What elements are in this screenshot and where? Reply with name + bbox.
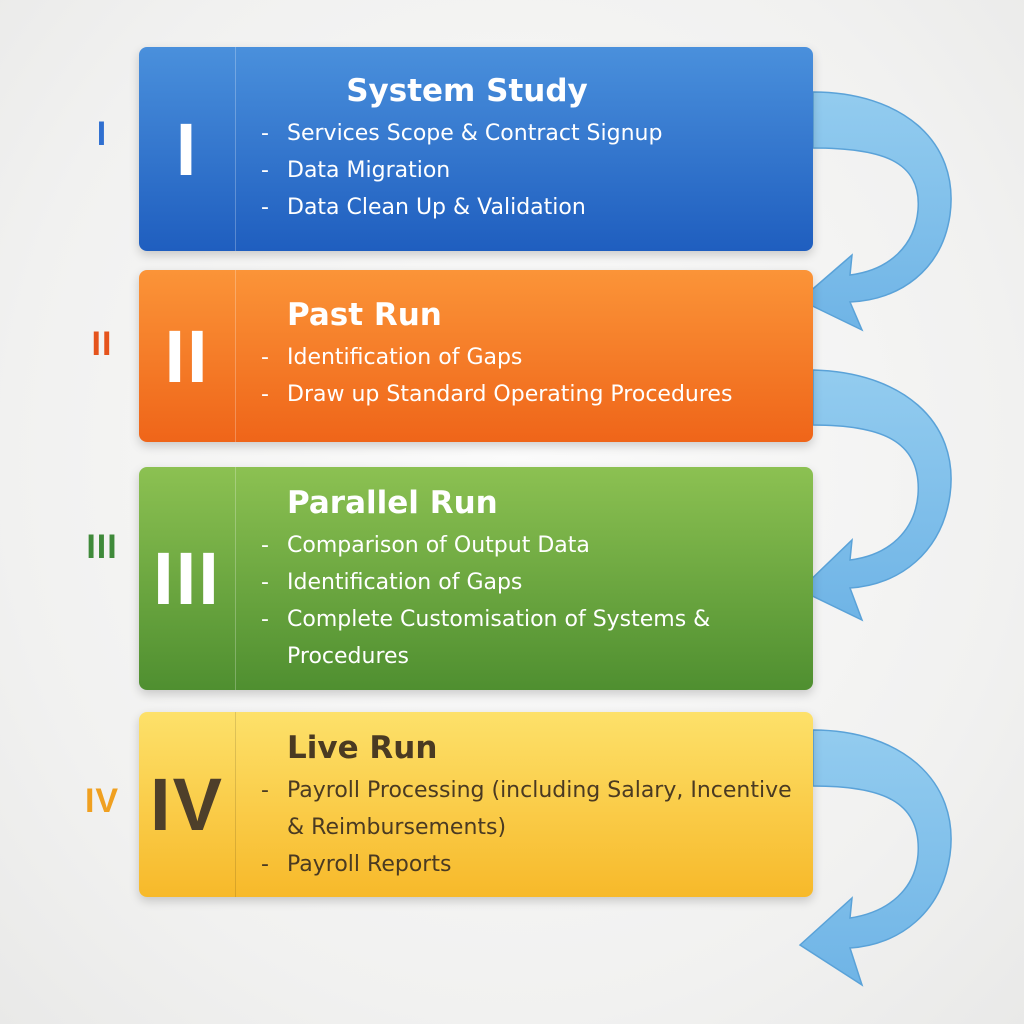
side-numeral-2: II xyxy=(91,325,113,363)
stage-item: Services Scope & Contract Signup xyxy=(261,115,793,152)
arrow-2-to-3 xyxy=(798,369,952,622)
stage-numeral: I xyxy=(139,47,236,251)
stage-item: Comparison of Output Data xyxy=(261,527,793,564)
stage-card-system-study: I System Study Services Scope & Contract… xyxy=(139,47,813,251)
stage-item: Payroll Reports xyxy=(261,846,793,883)
stage-item: Identification of Gaps xyxy=(261,339,793,376)
stage-item: Complete Customisation of Systems & Proc… xyxy=(261,601,793,675)
stage-item: Data Clean Up & Validation xyxy=(261,189,793,226)
stage-title: Past Run xyxy=(287,297,442,333)
stage-card-live-run: IV Live Run Payroll Processing (includin… xyxy=(139,712,813,897)
side-numeral-1: I xyxy=(96,115,108,153)
stage-title: System Study xyxy=(346,73,588,109)
stage-card-past-run: II Past Run Identification of Gaps Draw … xyxy=(139,270,813,442)
stage-numeral: III xyxy=(139,467,236,690)
arrow-1-to-2 xyxy=(798,91,952,332)
stage-title: Live Run xyxy=(287,730,438,766)
stage-item: Data Migration xyxy=(261,152,793,189)
stage-title: Parallel Run xyxy=(287,485,498,521)
side-numeral-4: IV xyxy=(84,782,120,820)
stage-item: Identification of Gaps xyxy=(261,564,793,601)
stage-item: Payroll Processing (including Salary, In… xyxy=(261,772,793,846)
stage-numeral: IV xyxy=(139,712,236,897)
stage-numeral: II xyxy=(139,270,236,442)
stage-item: Draw up Standard Operating Procedures xyxy=(261,376,793,413)
arrow-3-to-4 xyxy=(798,729,952,987)
stage-card-parallel-run: III Parallel Run Comparison of Output Da… xyxy=(139,467,813,690)
side-numeral-3: III xyxy=(86,528,118,566)
